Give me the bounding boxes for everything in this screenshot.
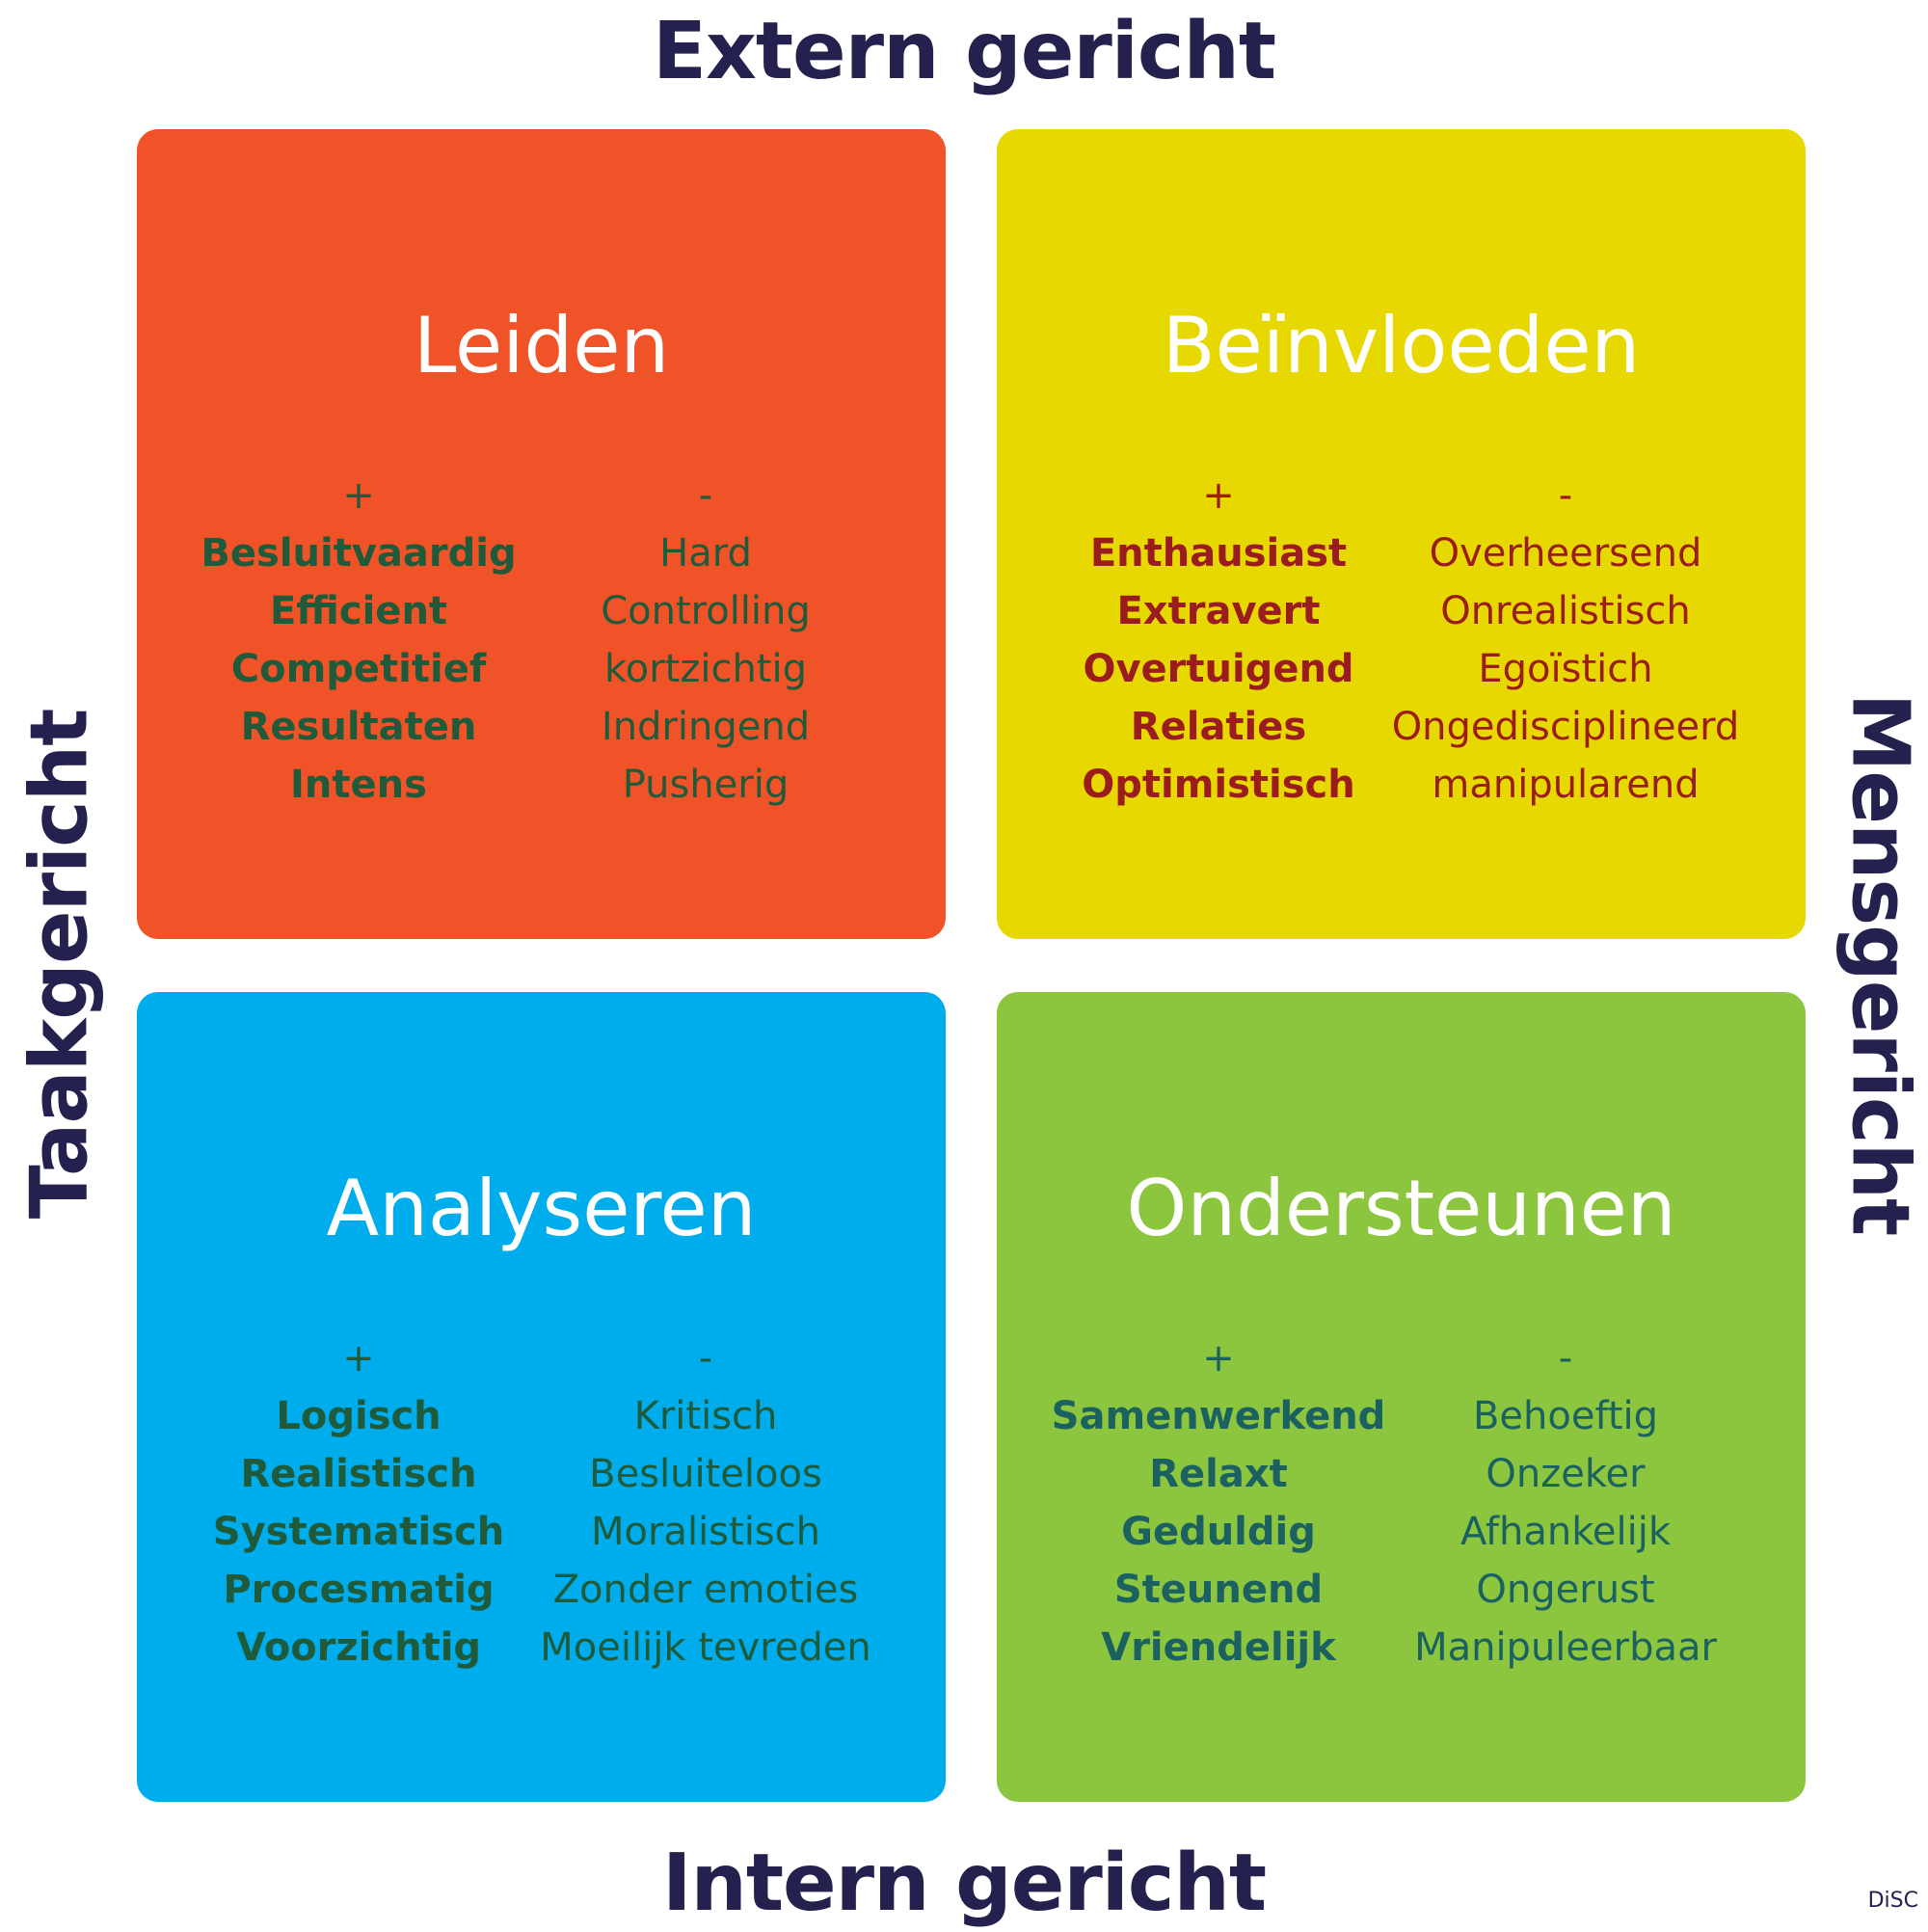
- negative-traits-column-sign: -: [1558, 1336, 1573, 1381]
- trait-item: Voorzichtig: [235, 1625, 482, 1670]
- axis-label-left: Taakgericht: [13, 709, 106, 1220]
- quadrant-title: Beïnvloeden: [1162, 301, 1641, 390]
- trait-item: Extravert: [1116, 589, 1321, 633]
- trait-item: Controlling: [601, 589, 811, 633]
- positive-traits-column-sign: +: [1202, 473, 1235, 518]
- trait-item: Steunend: [1113, 1568, 1324, 1612]
- trait-item: Systematisch: [212, 1510, 505, 1554]
- trait-item: Onzeker: [1486, 1452, 1646, 1496]
- trait-item: Pusherig: [622, 763, 790, 807]
- trait-item: Relaties: [1130, 705, 1307, 749]
- trait-item: Vriendelijk: [1101, 1625, 1336, 1670]
- trait-item: Besluitvaardig: [201, 531, 517, 576]
- trait-item: Afhankelijk: [1459, 1510, 1672, 1554]
- quadrant-title: Leiden: [413, 301, 670, 390]
- trait-item: Indringend: [601, 705, 811, 749]
- trait-item: Hard: [659, 531, 752, 576]
- trait-item: Efficient: [269, 589, 448, 633]
- trait-item: Overheersend: [1429, 531, 1702, 576]
- trait-item: Manipuleerbaar: [1414, 1625, 1717, 1670]
- trait-item: Competitief: [230, 647, 487, 691]
- negative-traits-column-sign: -: [698, 1336, 713, 1381]
- quadrant-title: Analyseren: [326, 1164, 757, 1253]
- trait-item: Realistisch: [240, 1452, 477, 1496]
- positive-traits-column-sign: +: [342, 1336, 375, 1381]
- trait-item: Overtuigend: [1083, 647, 1354, 691]
- negative-traits-column-sign: -: [1558, 473, 1573, 518]
- trait-item: Optimistisch: [1082, 763, 1355, 807]
- trait-item: Resultaten: [240, 705, 477, 749]
- disc-label: DiSC: [1867, 1889, 1918, 1913]
- negative-traits-column-sign: -: [698, 473, 713, 518]
- trait-item: Enthausiast: [1089, 531, 1348, 576]
- axis-label-top: Extern gericht: [652, 6, 1276, 97]
- trait-item: Kritisch: [633, 1394, 778, 1438]
- trait-item: Ongedisciplineerd: [1391, 705, 1740, 749]
- positive-traits-column-sign: +: [1202, 1336, 1235, 1381]
- trait-item: Ongerust: [1476, 1568, 1655, 1612]
- trait-item: Relaxt: [1149, 1452, 1288, 1496]
- trait-item: Geduldig: [1121, 1510, 1316, 1554]
- axis-label-right: Mensgericht: [1834, 692, 1926, 1236]
- trait-item: Logisch: [276, 1394, 442, 1438]
- trait-item: Onrealistisch: [1440, 589, 1691, 633]
- trait-item: manipularend: [1432, 763, 1700, 807]
- quadrant-title: Ondersteunen: [1126, 1164, 1676, 1253]
- trait-item: Besluiteloos: [589, 1452, 822, 1496]
- trait-item: Zonder emoties: [552, 1568, 859, 1612]
- trait-item: Moralistisch: [591, 1510, 820, 1554]
- axis-label-bottom: Intern gericht: [661, 1838, 1267, 1929]
- positive-traits-column-sign: +: [342, 473, 375, 518]
- trait-item: kortzichtig: [604, 647, 807, 691]
- trait-item: Moeilijk tevreden: [540, 1625, 871, 1670]
- trait-item: Egoïstich: [1478, 647, 1653, 691]
- trait-item: Samenwerkend: [1051, 1394, 1386, 1438]
- trait-item: Behoeftig: [1472, 1394, 1659, 1438]
- trait-item: Procesmatig: [223, 1568, 495, 1612]
- trait-item: Intens: [290, 763, 427, 807]
